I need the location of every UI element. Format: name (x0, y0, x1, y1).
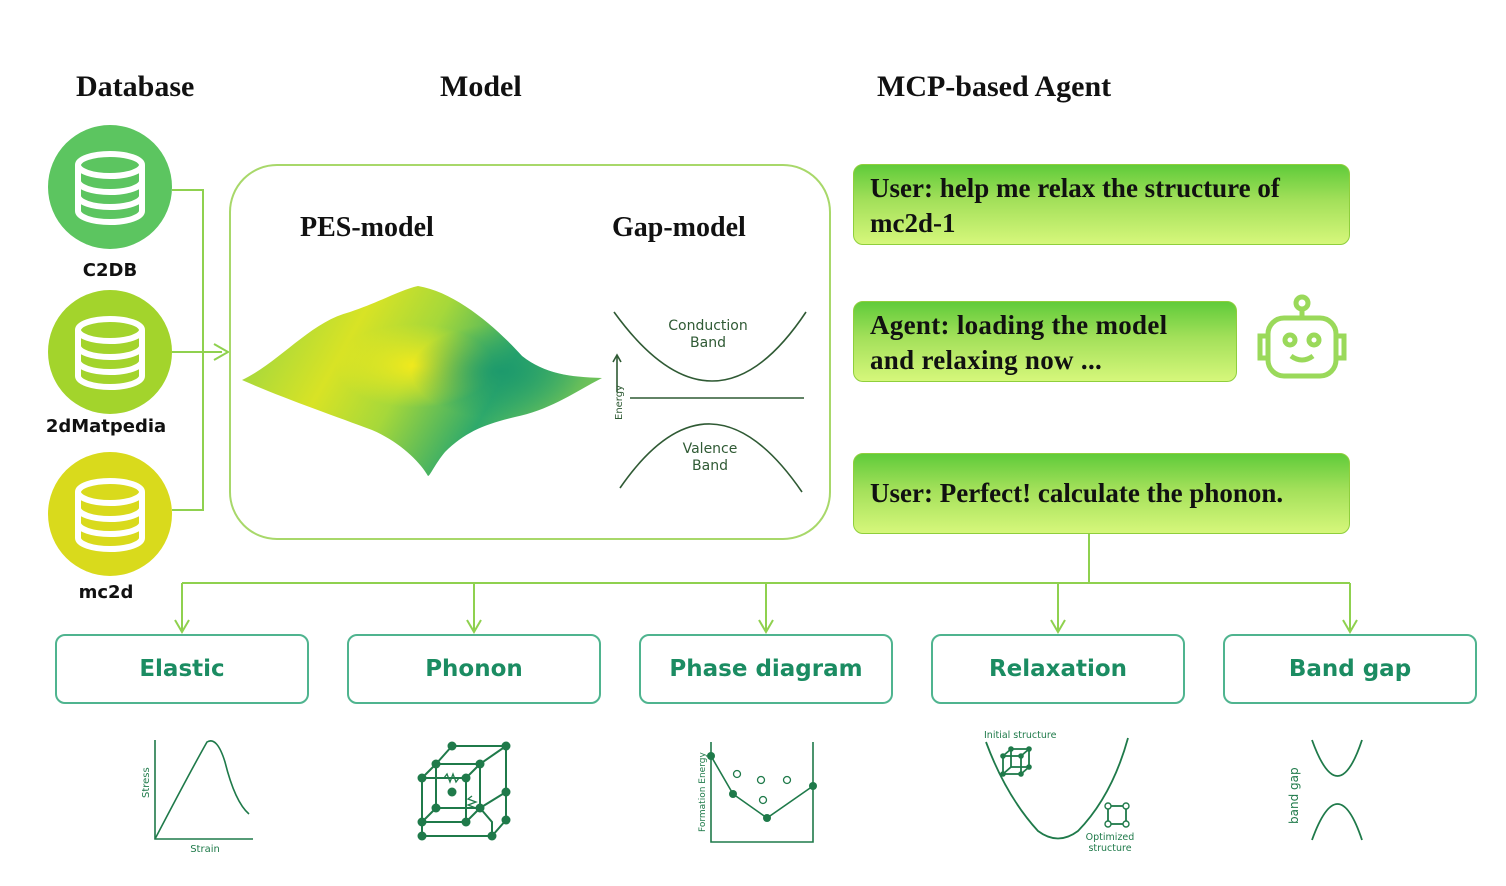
convex-hull-icon: Formation Energy (698, 742, 817, 843)
chat-user-1-line-2: mc2d-1 (870, 208, 956, 238)
strain-axis-label: Strain (190, 844, 220, 855)
2dmatpedia-database-icon (48, 290, 172, 414)
optimized-label-1: Optimized (1086, 832, 1135, 843)
model-panel (229, 164, 831, 540)
band-gap-icon: band gap (1287, 739, 1363, 841)
pes-model-title: PES-model (300, 212, 434, 243)
optimized-label-2: structure (1088, 843, 1131, 854)
relaxation-well-icon: Initial structure Optimized structure (984, 730, 1135, 854)
c2db-database-icon (48, 125, 172, 249)
db-label-mc2d: mc2d (78, 582, 134, 603)
conduction-band-label-2: Band (690, 335, 726, 351)
conduction-band-label-1: Conduction (668, 318, 748, 334)
agent-heading: MCP-based Agent (877, 70, 1112, 103)
model-heading: Model (440, 70, 522, 103)
valence-band-label-1: Valence (683, 441, 738, 457)
band-gap-diagram: Conduction Band Valence Band Energy (612, 311, 807, 493)
database-heading: Database (76, 70, 195, 103)
phase-diagram-button[interactable]: Phase diagram (639, 634, 893, 704)
valence-band-label-2: Band (692, 458, 728, 474)
db-label-c2db: C2DB (82, 260, 138, 281)
db-label-2dmatpedia: 2dMatpedia (45, 416, 167, 437)
chat-bubble-user-2: User: Perfect! calculate the phonon. (853, 453, 1350, 534)
chat-bubble-agent: Agent: loading the model and relaxing no… (853, 301, 1237, 382)
chat-user-2-line-1: User: Perfect! calculate the phonon. (870, 478, 1284, 508)
phonon-lattice-icon (417, 741, 511, 841)
gap-model-title: Gap-model (612, 212, 746, 243)
chat-agent-line-1: Agent: loading the model (870, 310, 1168, 340)
phonon-button[interactable]: Phonon (347, 634, 601, 704)
potential-energy-surface (240, 282, 604, 478)
mc2d-database-icon (48, 452, 172, 576)
formation-energy-label: Formation Energy (698, 752, 708, 832)
energy-axis-label: Energy (614, 385, 625, 420)
elastic-button[interactable]: Elastic (55, 634, 309, 704)
chat-agent-line-2: and relaxing now ... (870, 345, 1103, 375)
chat-user-1-line-1: User: help me relax the structure of (870, 173, 1280, 203)
initial-structure-label: Initial structure (984, 730, 1057, 741)
stress-axis-label: Stress (141, 767, 152, 798)
robot-icon (1254, 294, 1350, 380)
chat-bubble-user-1: User: help me relax the structure of mc2… (853, 164, 1350, 245)
stress-strain-icon: Strain Stress (141, 740, 253, 855)
band-gap-axis-label: band gap (1287, 767, 1301, 824)
band-gap-button[interactable]: Band gap (1223, 634, 1477, 704)
relaxation-button[interactable]: Relaxation (931, 634, 1185, 704)
